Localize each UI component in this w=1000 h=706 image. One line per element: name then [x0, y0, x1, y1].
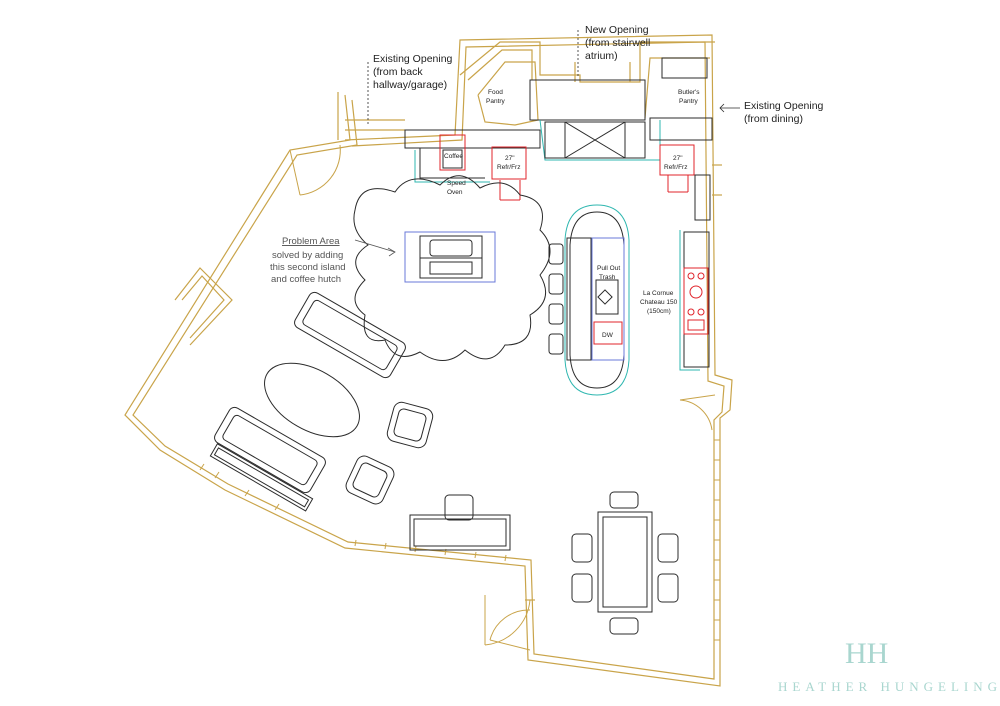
food-pantry-wall	[477, 61, 539, 126]
door-right	[679, 394, 716, 431]
label-existing-dining-1: Existing Opening	[744, 100, 824, 112]
sofa-lower	[214, 406, 326, 494]
door-bottom-b	[489, 609, 531, 651]
brand-name: HEATHER HUNGELING	[778, 679, 1000, 694]
label-existing-dining-2: (from dining)	[744, 113, 803, 125]
label-problem-title: Problem Area	[282, 236, 340, 247]
label-problem-body-3: and coffee hutch	[271, 274, 341, 285]
label-existing-back-2: (from back	[373, 66, 423, 78]
problem-arrow	[354, 239, 396, 257]
right-counter	[683, 231, 710, 368]
label-food-pantry-2: Pantry	[486, 98, 506, 105]
desk-chair	[444, 494, 474, 521]
label-existing-back-1: Existing Opening	[373, 53, 453, 65]
cabinetry	[404, 57, 713, 371]
walls	[124, 34, 733, 687]
doors	[289, 144, 716, 651]
svg-text:27"Refr/Frz: 27" Refr/Frz	[664, 155, 687, 171]
label-speed-oven-1: Speed	[447, 180, 466, 187]
second-island	[404, 231, 496, 283]
sofa-upper	[294, 291, 406, 379]
armchair-lower	[345, 455, 395, 505]
right-windows	[714, 439, 720, 641]
label-range-3: (150cm)	[647, 308, 671, 315]
label-butlers-pantry-2: Pantry	[679, 98, 699, 105]
label-existing-back-3: hallway/garage)	[373, 79, 447, 91]
dining	[571, 491, 679, 635]
label-new-opening-3: atrium)	[585, 50, 618, 62]
label-food-pantry-1: Food	[488, 89, 503, 96]
desk	[409, 514, 511, 551]
label-pull-out-trash-1: Pull Out	[597, 265, 620, 272]
living-furniture	[209, 291, 511, 551]
outer-wall	[124, 34, 733, 687]
label-range-1: La Cornue	[643, 290, 674, 297]
brand-monogram: HH	[845, 637, 888, 670]
door-top-left	[289, 144, 341, 196]
center-counter	[529, 79, 646, 121]
label-problem-body-2: this second island	[270, 262, 346, 273]
svg-text:27"Refr/Frz: 27" Refr/Frz	[497, 155, 520, 171]
label-fridge-left-1: 27"	[505, 155, 515, 162]
svg-text:Existing Opening(from dining): Existing Opening(from dining)	[744, 100, 824, 125]
lower-windows	[199, 463, 507, 562]
armchair-upper	[386, 401, 434, 449]
label-fridge-right-2: Refr/Frz	[664, 164, 687, 171]
label-new-opening-1: New Opening	[585, 24, 649, 36]
problem-cloud	[353, 175, 551, 361]
range-la-cornue	[683, 267, 709, 335]
label-problem-body-1: solved by adding	[272, 250, 343, 261]
label-range-2: Chateau 150	[640, 299, 678, 306]
label-new-opening-2: (from stairwell	[585, 37, 650, 49]
bay-window	[174, 267, 233, 346]
left-counter	[404, 129, 541, 149]
fridge-right	[659, 144, 695, 176]
coffee-table	[264, 362, 360, 438]
label-speed-oven-2: Oven	[447, 189, 463, 196]
label-coffee: Coffee	[444, 153, 463, 160]
label-pull-out-trash-2: Trash	[599, 274, 616, 281]
fridge-left	[491, 146, 527, 180]
label-fridge-left-2: Refr/Frz	[497, 164, 520, 171]
main-island	[548, 204, 630, 396]
label-butlers-pantry-1: Butler's	[678, 89, 700, 96]
inner-wall	[132, 41, 725, 680]
dishwasher	[593, 321, 623, 345]
pantry-walls	[459, 41, 715, 83]
dining-table	[597, 511, 653, 613]
console-table	[209, 443, 314, 512]
label-dw: DW	[602, 332, 614, 339]
coffee-station	[439, 134, 466, 171]
door-bottom-a	[484, 595, 531, 646]
label-fridge-right-1: 27"	[673, 155, 683, 162]
